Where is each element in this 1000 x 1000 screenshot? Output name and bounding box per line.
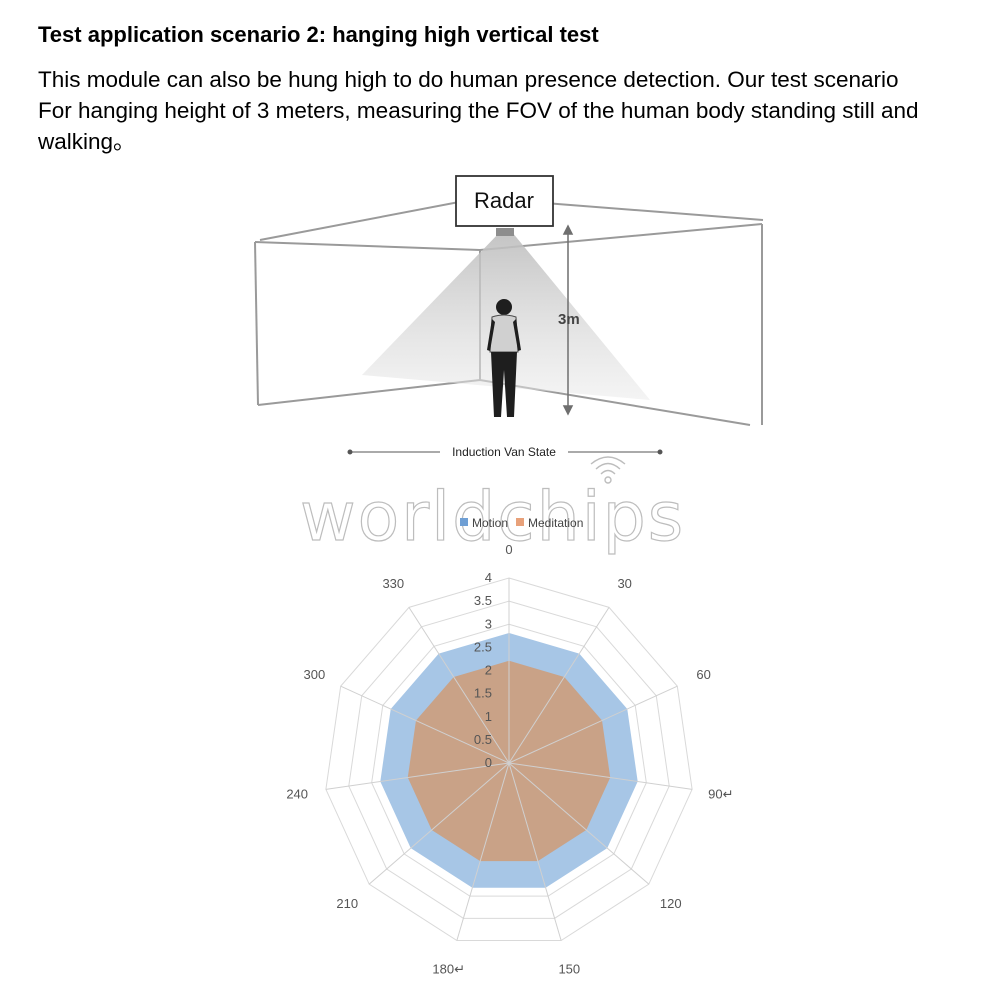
angle-label-6: 180↵: [432, 961, 465, 976]
radial-tick-2: 1: [485, 709, 492, 724]
legend-swatch-motion: [460, 518, 468, 526]
angle-label-10: 330: [382, 576, 404, 591]
angle-label-0: 0: [505, 542, 512, 557]
angle-label-3: 90↵: [708, 786, 733, 801]
radial-tick-0: 0: [485, 755, 492, 770]
radial-tick-1: 0.5: [474, 732, 492, 747]
state-label: Induction Van State: [452, 445, 556, 459]
spoke-1: [508, 607, 610, 764]
brand-watermark: worldchips: [299, 477, 686, 557]
radar-labels: 0 30 60 90↵ 120 150 180↵ 210 240 300 330 0 0.5 1 1.5 2 2…: [286, 542, 733, 976]
radial-tick-6: 3: [485, 616, 492, 631]
legend-label-meditation: Meditation: [528, 516, 583, 530]
spoke-9: [340, 685, 510, 764]
height-marker: [562, 224, 574, 416]
radar-label-box: [455, 175, 554, 227]
legend-swatch-meditation: [516, 518, 524, 526]
spoke-10: [408, 607, 510, 764]
angle-label-8: 240: [286, 786, 308, 801]
radial-tick-5: 2.5: [474, 639, 492, 654]
spoke-3: [508, 762, 693, 790]
radial-tick-3: 1.5: [474, 686, 492, 701]
angle-label-4: 120: [660, 896, 682, 911]
angle-label-2: 60: [696, 667, 710, 682]
radial-tick-8: 4: [485, 570, 492, 585]
page-heading: Test application scenario 2: hanging hig…: [38, 22, 599, 47]
spoke-7: [368, 762, 510, 885]
radar-scene-illustration: 3m Radar Induction Van State: [254, 175, 764, 459]
spoke-8: [325, 762, 510, 790]
spoke-4: [508, 762, 650, 885]
angle-label-1: 30: [617, 576, 631, 591]
person-figure: [487, 299, 521, 417]
intro-line-3: walking。: [38, 129, 136, 154]
grid-ring-7: [348, 600, 670, 919]
radar-label: Radar: [474, 188, 534, 213]
radial-tick-4: 2: [485, 663, 492, 678]
angle-label-5: 150: [558, 961, 580, 976]
radial-tick-7: 3.5: [474, 593, 492, 608]
wifi-icon: [590, 456, 626, 484]
angle-label-9: 300: [303, 667, 325, 682]
chart-legend: Motion Meditation: [460, 516, 583, 530]
state-dimension-line: [347, 449, 663, 455]
grid-ring-8: [325, 577, 693, 942]
radar-sensor: [496, 228, 514, 236]
angle-label-7: 210: [336, 896, 358, 911]
intro-paragraph: This module can also be hung high to do …: [38, 64, 988, 157]
spoke-2: [508, 685, 678, 764]
intro-line-2: For hanging height of 3 meters, measurin…: [38, 98, 919, 123]
intro-line-1: This module can also be hung high to do …: [38, 67, 899, 92]
height-label: 3m: [558, 311, 580, 328]
legend-label-motion: Motion: [472, 516, 508, 530]
grid-ring-6: [371, 623, 647, 897]
spoke-6: [456, 762, 510, 941]
spoke-5: [508, 762, 562, 941]
